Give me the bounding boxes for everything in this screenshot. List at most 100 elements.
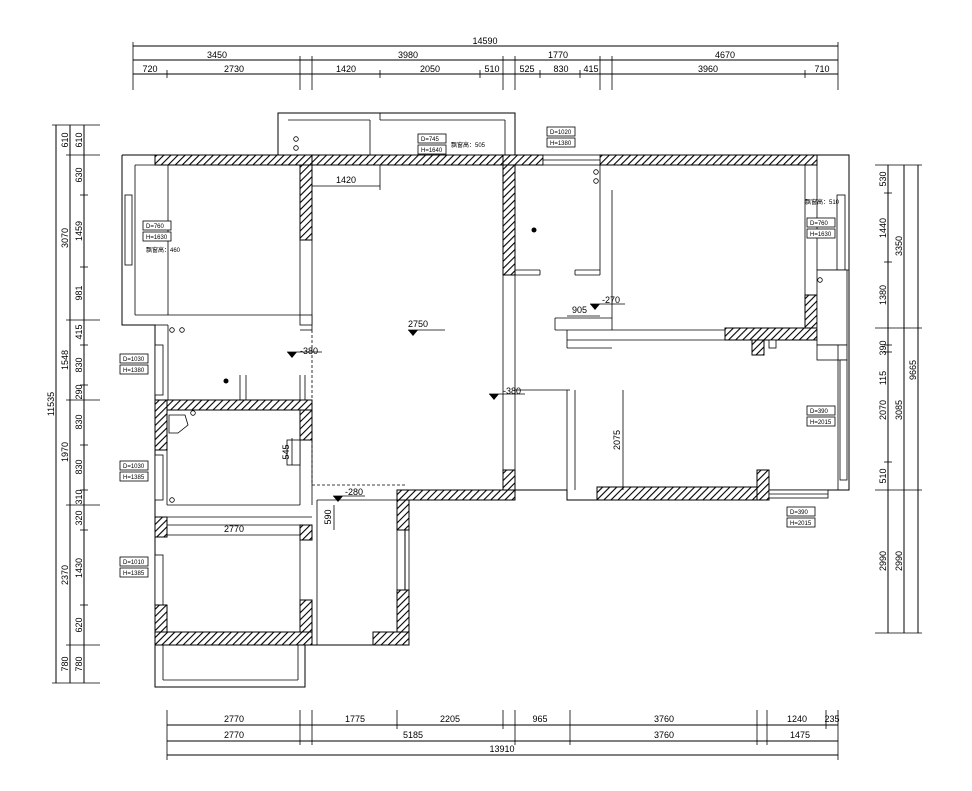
label-d: D=760 xyxy=(810,221,829,227)
wall-top-left xyxy=(154,154,313,166)
dim-280: -280 xyxy=(345,487,363,497)
label-d: D=390 xyxy=(810,409,829,415)
dim-left-mid-2: 3070 xyxy=(60,228,70,248)
dim-top-detail-5: 510 xyxy=(484,64,499,74)
label-h: H=2015 xyxy=(810,420,832,426)
wall-bath-top xyxy=(154,399,313,411)
dim-top-mid-1: 3450 xyxy=(207,50,227,60)
dim-top-detail-9: 3960 xyxy=(698,64,718,74)
window-label-left-bed: D=760 H=1630 飘窗高：460 xyxy=(142,220,181,254)
bottom-dimensions: 2770 1775 2205 965 3760 1240 235 2770 51… xyxy=(166,710,840,760)
wall-bed2-bottom xyxy=(154,631,313,646)
dim-left-overall: 11535 xyxy=(46,392,56,416)
dim-bottom-1-4: 965 xyxy=(532,714,547,724)
wall-living-right xyxy=(502,164,516,276)
window-label-left-1: D=1030 H=1380 xyxy=(119,353,149,375)
wall-pillar xyxy=(751,339,765,356)
dim-bottom-1-3: 2205 xyxy=(440,714,460,724)
dim-left-detail-3: 1459 xyxy=(74,221,84,241)
window-label-left-2: D=1030 H=1385 xyxy=(119,460,149,482)
dim-right-detail-5: 115 xyxy=(878,371,888,385)
dim-top-mid-3: 1770 xyxy=(548,50,568,60)
dim-bottom-2-1: 2770 xyxy=(224,730,244,740)
dim-top-mid-4: 4670 xyxy=(715,50,735,60)
wall-bed2-left-top xyxy=(154,516,168,538)
dim-left-detail-12: 1430 xyxy=(74,558,84,578)
wall-bath-right xyxy=(299,409,313,441)
dim-right-mid-1: 3350 xyxy=(894,236,904,256)
wall-bed3-bottom xyxy=(724,327,818,341)
dim-905: 905 xyxy=(572,305,587,315)
dim-left-detail-2: 630 xyxy=(74,167,84,182)
dim-380-mid: -380 xyxy=(503,386,521,396)
label-h: H=1630 xyxy=(146,235,168,241)
dim-left-detail-14: 780 xyxy=(74,656,84,671)
dim-top-detail-6: 525 xyxy=(519,64,534,74)
dim-top-detail-4: 2050 xyxy=(420,64,440,74)
dim-left-mid-4: 1970 xyxy=(60,442,70,462)
dim-left-detail-13: 620 xyxy=(74,617,84,632)
label-d: D=760 xyxy=(146,224,165,230)
wall-bed2-right-top xyxy=(299,524,313,541)
wall-bath-left xyxy=(154,399,168,451)
dim-380-left: -380 xyxy=(300,346,318,356)
label-h: H=1630 xyxy=(810,232,832,238)
dim-left-mid-6: 780 xyxy=(60,656,70,671)
dim-right-detail-7: 510 xyxy=(878,468,888,483)
dim-left-detail-11: 320 xyxy=(74,510,84,525)
dim-top-detail-10: 710 xyxy=(814,64,829,74)
dim-545: 545 xyxy=(281,444,291,459)
label-d: D=1030 xyxy=(123,357,145,363)
label-h: H=1380 xyxy=(550,141,572,147)
dim-bottom-1-2: 1775 xyxy=(345,714,365,724)
label-h: H=1380 xyxy=(123,368,145,374)
window-label-left-3: D=1010 H=1385 xyxy=(119,556,149,578)
dim-left-detail-10: 310 xyxy=(74,489,84,504)
dim-2770: 2770 xyxy=(224,524,244,534)
dim-right-mid-3: 2990 xyxy=(894,551,904,571)
dim-top-detail-3: 1420 xyxy=(336,64,356,74)
window-label-top-right: D=1020 H=1380 xyxy=(546,126,576,148)
label-d: D=1010 xyxy=(123,560,145,566)
label-note: 飘窗高：460 xyxy=(146,246,181,254)
label-d: D=1030 xyxy=(123,464,145,470)
wall-living-bottom xyxy=(396,489,516,501)
dim-top-detail-1: 720 xyxy=(142,64,157,74)
dim-left-detail-8: 830 xyxy=(74,414,84,429)
dim-bottom-2-4: 1475 xyxy=(790,730,810,740)
dim-bottom-2-2: 5185 xyxy=(403,730,423,740)
dim-left-detail-4: 981 xyxy=(74,285,84,300)
label-d: D=1020 xyxy=(550,130,572,136)
left-dimensions: 11535 610 3070 1548 1970 2370 780 610 63… xyxy=(46,124,100,684)
label-note: 飘窗高：505 xyxy=(451,141,486,149)
dim-right-detail-4: 390 xyxy=(878,340,888,355)
window-label-bottom-right: D=390 H=2015 xyxy=(786,506,816,528)
dim-1420: 1420 xyxy=(336,175,356,185)
dim-right-detail-1: 530 xyxy=(878,171,888,186)
label-d: D=745 xyxy=(421,137,440,143)
dim-2750: 2750 xyxy=(408,319,428,329)
wall-bottom-right xyxy=(596,486,761,501)
dim-left-detail-7: 290 xyxy=(74,384,84,399)
interior-dimensions: 1420 2750 -380 -380 -270 905 -280 545 59… xyxy=(167,165,625,536)
dim-top-detail-8: 415 xyxy=(583,64,598,74)
dim-left-detail-5: 415 xyxy=(74,324,84,339)
label-h: H=1385 xyxy=(123,475,145,481)
wall-bottom-right-pillar xyxy=(756,469,770,501)
dim-2075: 2075 xyxy=(612,430,622,450)
dim-bottom-overall: 13910 xyxy=(489,744,514,754)
dim-top-overall: 14590 xyxy=(472,36,497,46)
dim-right-detail-2: 1440 xyxy=(878,218,888,238)
label-h: H=1640 xyxy=(421,148,443,154)
dim-left-mid-5: 2370 xyxy=(60,565,70,585)
dim-left-mid-1: 610 xyxy=(60,132,70,147)
label-d: D=390 xyxy=(790,510,809,516)
dim-top-mid-2: 3980 xyxy=(398,50,418,60)
dim-270: -270 xyxy=(602,295,620,305)
wall-top-mid xyxy=(311,154,511,166)
dim-top-detail-2: 2730 xyxy=(224,64,244,74)
dim-590: 590 xyxy=(323,509,333,524)
label-note: 飘窗高：510 xyxy=(805,198,840,206)
label-h: H=2015 xyxy=(790,521,812,527)
